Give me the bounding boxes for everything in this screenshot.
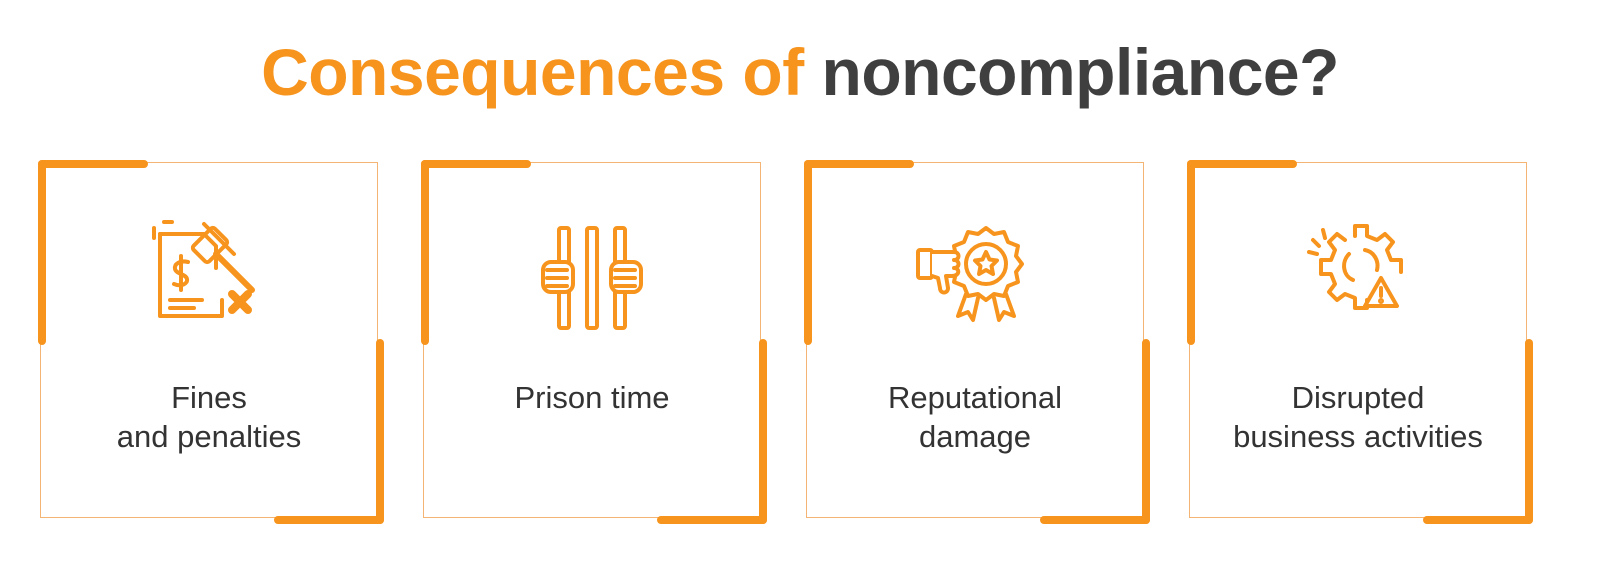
- page-title: Consequences of noncompliance?: [0, 32, 1600, 112]
- broken-gear-warning-icon: [1293, 212, 1423, 342]
- card-label-line: and penalties: [116, 419, 302, 454]
- card-label-line: Reputational: [887, 380, 1063, 415]
- card-label: Reputational damage: [814, 378, 1136, 456]
- title-rest: noncompliance?: [821, 35, 1340, 109]
- title-accent: Consequences of: [261, 35, 804, 109]
- card-label: Fines and penalties: [48, 378, 370, 456]
- corner-bar: [759, 339, 767, 524]
- corner-bar: [38, 160, 46, 345]
- corner-bar: [1040, 516, 1150, 524]
- card-disruption: Disrupted business activities: [1187, 160, 1533, 524]
- corner-bar: [38, 160, 148, 168]
- corner-bar: [804, 160, 914, 168]
- corner-bar: [1423, 516, 1533, 524]
- card-reputation: Reputational damage: [804, 160, 1150, 524]
- fine-document-gavel-icon: [144, 212, 274, 342]
- corner-bar: [421, 160, 429, 345]
- card-label-line: damage: [918, 419, 1032, 454]
- corner-bar: [421, 160, 531, 168]
- card-label-line: Fines: [171, 380, 247, 415]
- card-label: Prison time: [431, 378, 753, 417]
- card-prison: Prison time: [421, 160, 767, 524]
- card-label-line: Disrupted: [1291, 380, 1425, 415]
- corner-bar: [1187, 160, 1195, 345]
- corner-bar: [1187, 160, 1297, 168]
- corner-bar: [1525, 339, 1533, 524]
- corner-bar: [1142, 339, 1150, 524]
- award-thumbs-down-icon: [910, 212, 1040, 342]
- card-label: Disrupted business activities: [1197, 378, 1519, 456]
- corner-bar: [657, 516, 767, 524]
- corner-bar: [376, 339, 384, 524]
- prison-bars-icon: [527, 212, 657, 342]
- corner-bar: [804, 160, 812, 345]
- card-label-line: Prison time: [514, 380, 670, 415]
- corner-bar: [274, 516, 384, 524]
- card-fines: Fines and penalties: [38, 160, 384, 524]
- card-label-line: business activities: [1233, 419, 1483, 454]
